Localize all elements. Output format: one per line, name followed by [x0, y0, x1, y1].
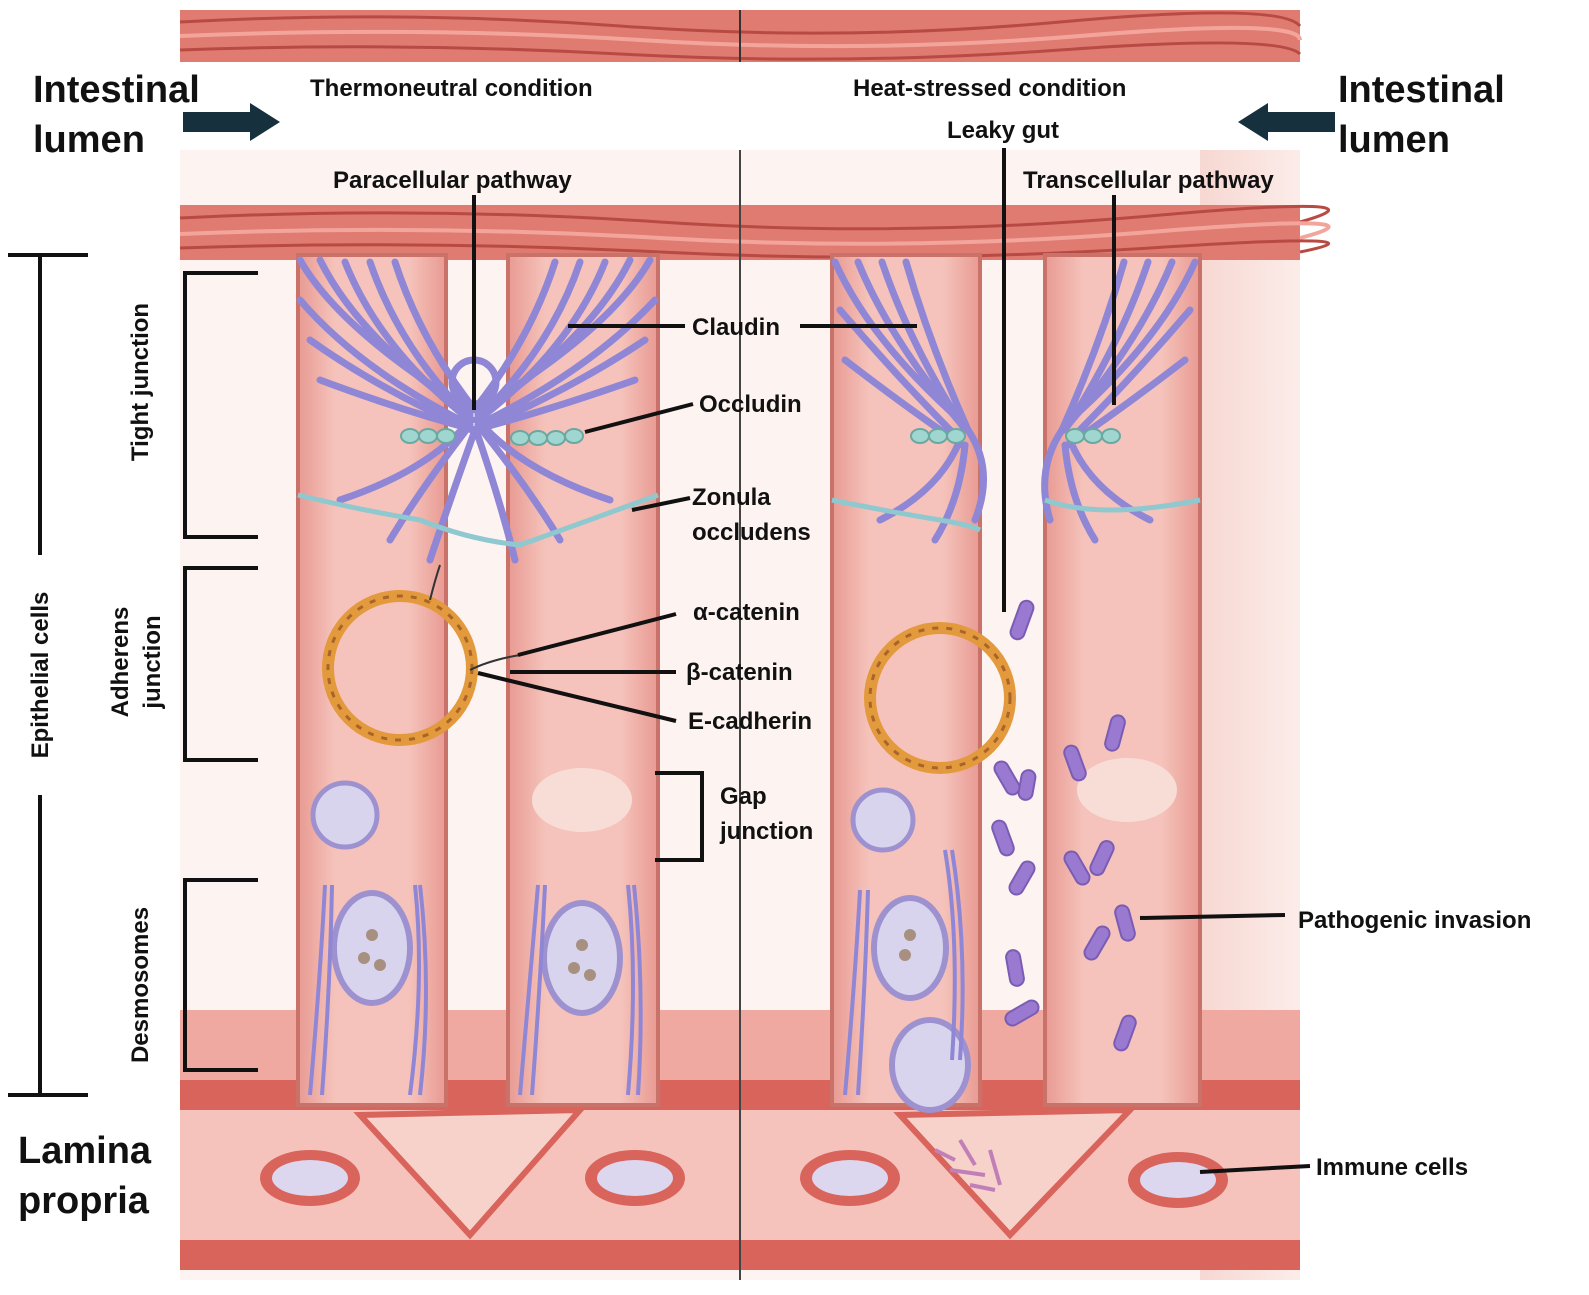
- claudin-strands-left: [296, 256, 659, 564]
- claudin-label: Claudin: [692, 314, 780, 341]
- adherens-label-line2: junction: [139, 615, 166, 709]
- gap-junction-label-line2: junction: [719, 818, 813, 845]
- alpha-catenin-label: α-catenin: [693, 599, 800, 626]
- lumen-arrows: [183, 103, 1335, 141]
- zonula-label-line1: Zonula: [692, 484, 771, 511]
- lamina-line2: propria: [18, 1180, 150, 1222]
- lamina-line1: Lamina: [18, 1130, 152, 1172]
- desmosomes-label: Desmosomes: [127, 907, 154, 1063]
- top-membrane-strip: [179, 10, 1302, 62]
- zonula-label-line2: occludens: [692, 519, 811, 546]
- labels: Intestinal lumen Intestinal lumen Lamina…: [18, 69, 1531, 1222]
- condition-left: Thermoneutral condition: [310, 75, 593, 102]
- lumen-left-line2: lumen: [33, 119, 145, 161]
- pathogenic-invasion-label: Pathogenic invasion: [1298, 907, 1531, 934]
- beta-catenin-label: β-catenin: [686, 659, 793, 686]
- cell-nuclei: [310, 780, 971, 1113]
- adherens-rings: [322, 564, 1016, 774]
- leaky-gut-label: Leaky gut: [947, 117, 1059, 144]
- e-cadherin-label: E-cadherin: [688, 708, 812, 735]
- lumen-left-line1: Intestinal: [33, 69, 200, 111]
- paracellular-label: Paracellular pathway: [333, 167, 572, 194]
- side-brackets: [8, 253, 704, 1097]
- lumen-right-line2: lumen: [1338, 119, 1450, 161]
- epithelial-cells-label: Epithelial cells: [27, 592, 54, 759]
- lumen-right-line1: Intestinal: [1338, 69, 1505, 111]
- zonula-occludens-strands: [297, 492, 1201, 548]
- leader-lines: [472, 148, 1311, 1174]
- immune-cells: [260, 1138, 1228, 1208]
- gap-junction-label-line1: Gap: [720, 783, 767, 810]
- immune-cells-label: Immune cells: [1316, 1154, 1468, 1181]
- gap-junction-patches: [532, 758, 1177, 832]
- adherens-label-line1: Adherens: [107, 607, 134, 718]
- condition-right: Heat-stressed condition: [853, 75, 1126, 102]
- tight-junction-label: Tight junction: [127, 303, 154, 461]
- claudin-strands-right: [831, 258, 1199, 544]
- pathogenic-bacteria: [991, 599, 1137, 1052]
- occludin-beads: [400, 428, 1121, 446]
- transcellular-label: Transcellular pathway: [1023, 167, 1274, 194]
- desmosome-strands: [308, 849, 965, 1096]
- occludin-label: Occludin: [699, 391, 802, 418]
